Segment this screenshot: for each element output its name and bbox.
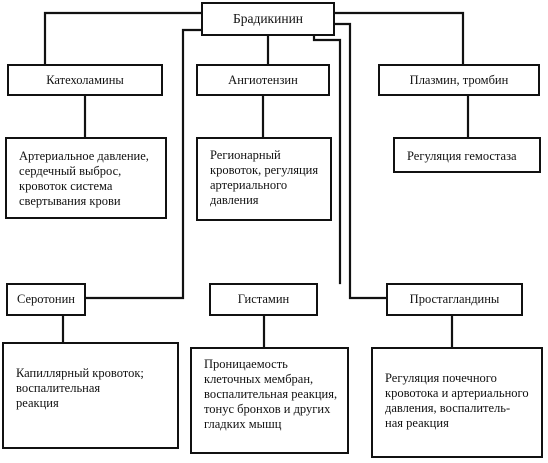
catecholamines-label: Катехоламины <box>46 72 124 87</box>
bradykinin-node: Брадикинин <box>201 2 335 36</box>
connector-root-plasmin <box>333 11 465 66</box>
histamine-label: Гистамин <box>237 292 290 306</box>
histamine-node: Гистамин <box>209 283 318 316</box>
histamine-effect-box: Проницаемость клеточных мембран, воспали… <box>190 347 349 454</box>
bradykinin-label: Брадикинин <box>232 10 304 26</box>
connector-root-prostaglandins <box>333 22 388 300</box>
connector-root-serotonin <box>84 28 205 300</box>
connector-root-histamine <box>312 34 342 285</box>
angiotensin-label: Ангиотензин <box>228 72 298 87</box>
prostaglandins-effect-box: Регуляция почечного кровотока и артериал… <box>371 347 543 458</box>
catecholamines-effect-box: Артериальное давление, сердечный выброс,… <box>5 137 167 219</box>
prostaglandins-label: Простагландины <box>409 292 500 306</box>
connector-root-catecholamines <box>43 11 203 66</box>
angiotensin-effect-box: Регионарный кровоток, регуляция артериал… <box>196 137 332 221</box>
serotonin-node: Серотонин <box>6 283 86 316</box>
prostaglandins-node: Простагландины <box>386 283 523 316</box>
serotonin-label: Серотонин <box>17 292 75 306</box>
plasmin-thrombin-label: Плазмин, тромбин <box>409 72 509 87</box>
plasmin-thrombin-effect-box: Регуляция гемостаза <box>393 137 541 173</box>
catecholamines-node: Катехоламины <box>7 64 163 96</box>
plasmin-thrombin-node: Плазмин, тромбин <box>378 64 540 96</box>
angiotensin-node: Ангиотензин <box>196 64 330 96</box>
serotonin-effect-box: Капиллярный кровоток; воспалительная реа… <box>2 342 179 449</box>
